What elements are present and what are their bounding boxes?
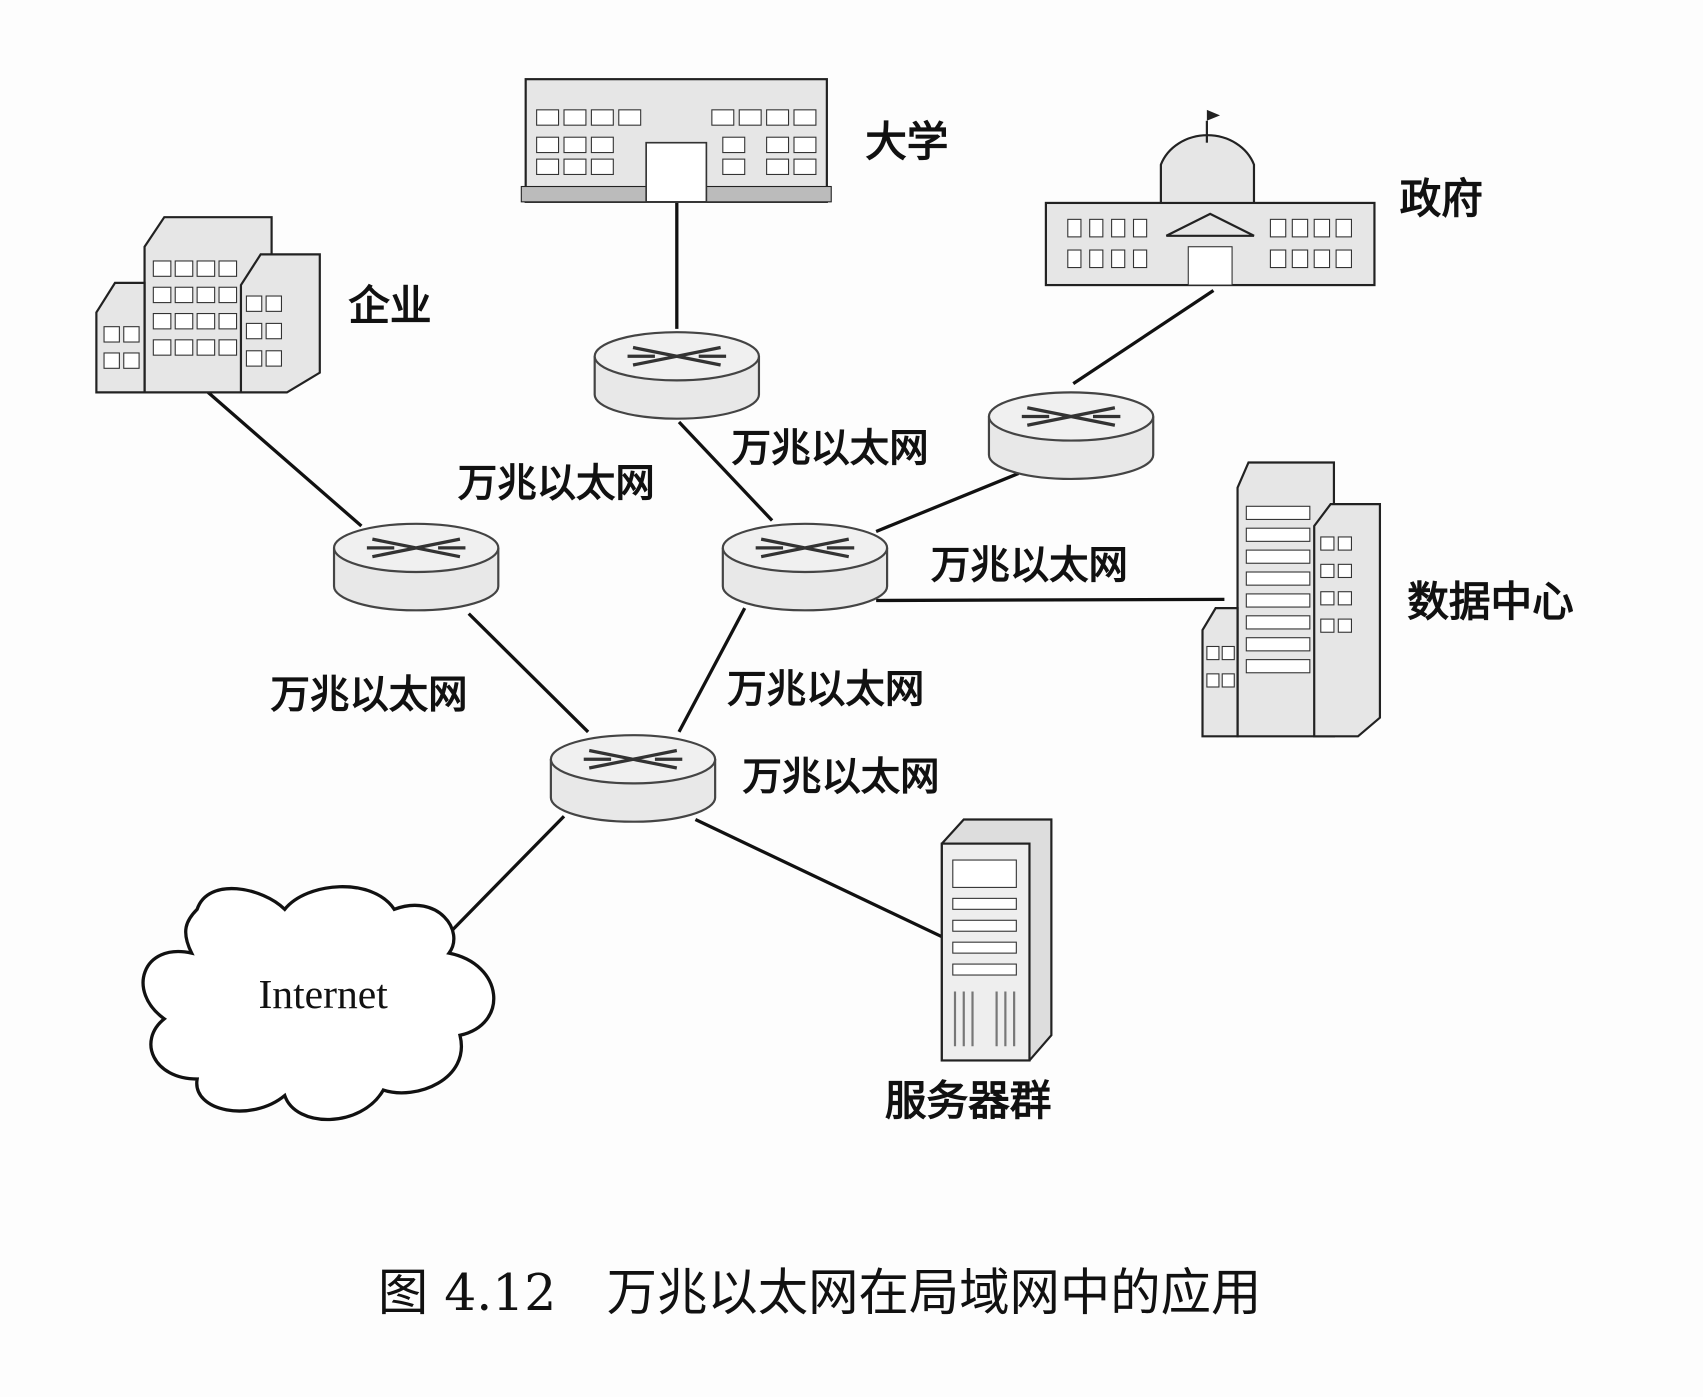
link-label: 万兆以太网 [743, 754, 940, 800]
link-internet [450, 815, 566, 933]
university-label: 大学 [865, 117, 948, 166]
government-label: 政府 [1400, 174, 1483, 223]
internet-label: Internet [258, 972, 388, 1018]
figure-caption: 图 4.12 万兆以太网在局域网中的应用 [378, 1263, 1262, 1322]
link-gov-core [875, 471, 1020, 534]
link-servers [694, 818, 943, 939]
link-label: 万兆以太网 [271, 672, 468, 718]
link-label: 万兆以太网 [727, 666, 924, 712]
router-icon [332, 522, 500, 612]
link-label: 万兆以太网 [732, 425, 929, 471]
datacenter-label: 数据中心 [1407, 577, 1573, 626]
link-government [1072, 289, 1215, 386]
datacenter-building-icon [1201, 461, 1382, 738]
government-building-icon [1044, 109, 1376, 287]
internet-cloud-icon [141, 885, 496, 1122]
enterprise-label: 企业 [348, 281, 431, 330]
link-enterprise [207, 391, 363, 528]
link-uni-core [677, 420, 774, 522]
router-icon [593, 330, 761, 421]
server-rack-icon [940, 818, 1053, 1062]
router-icon [549, 733, 717, 824]
link-ent-bottom [467, 612, 590, 734]
router-icon [987, 390, 1155, 481]
servers-label: 服务器群 [885, 1076, 1051, 1125]
university-building-icon [520, 78, 832, 203]
link-datacenter [876, 597, 1225, 603]
enterprise-building-icon [95, 216, 321, 394]
link-label: 万兆以太网 [458, 460, 655, 506]
link-label: 万兆以太网 [931, 543, 1128, 589]
link-core-bottom [677, 607, 747, 733]
links [207, 202, 1225, 939]
router-icon [721, 522, 889, 612]
